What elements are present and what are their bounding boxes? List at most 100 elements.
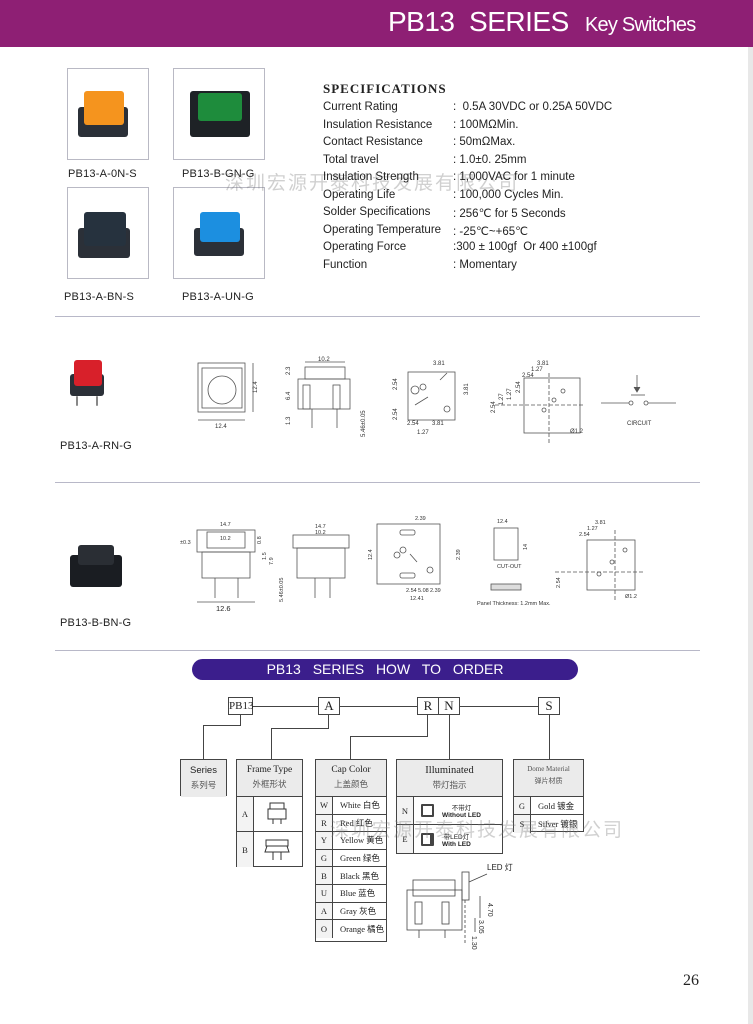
dim-label: 2.54 [556, 577, 562, 588]
dim-label: 1.5 [262, 552, 268, 560]
switch-cap [84, 91, 124, 125]
cap-code: B [316, 867, 333, 884]
dim-label: 2.54 [406, 588, 417, 594]
product-label: PB13-B-BN-G [60, 617, 132, 629]
panel-thickness-note: Panel Thickness: 1.2mm Max. [477, 601, 551, 607]
dim-label: 12.4 [253, 381, 259, 393]
dim-label: 12.6 [216, 604, 231, 613]
cap-name: Red 红色 [340, 817, 373, 828]
dim-label: 5.46±0.05 [279, 578, 285, 602]
connector-line [271, 728, 272, 759]
connector-line [350, 736, 351, 759]
spec-row: Operating Temperature : -25℃~+65℃ [323, 224, 643, 241]
pcb-layout-drawing [555, 530, 643, 602]
cap-code: Y [316, 832, 333, 849]
dim-label: 7.9 [269, 557, 275, 565]
led-dim: 4.70 [486, 903, 493, 917]
dim-label: 5.08 [418, 588, 429, 594]
series-label: Series [190, 765, 217, 776]
connector-line [203, 725, 241, 726]
cap-code: G [316, 849, 333, 867]
cap-name: Blue 蓝色 [340, 888, 376, 899]
spec-value: : 1,000VAC for 1 minute [453, 171, 575, 183]
spec-key: Insulation Strength [323, 171, 419, 183]
cap-color-row: Y Yellow 黄色 [316, 832, 386, 850]
dome-name: Gold 镀金 [538, 800, 575, 811]
code-cap: R [417, 697, 439, 715]
cap-color-heading-cn: 上盖颜色 [333, 779, 368, 789]
dim-label: 2.39 [415, 516, 426, 522]
page-subtitle: Key Switches [585, 14, 696, 36]
spec-value: :300 ± 100gf Or 400 ±100gf [453, 241, 597, 253]
switch-cap [78, 545, 114, 565]
dim-label: 14 [523, 544, 529, 550]
code-frame: A [318, 697, 340, 715]
dim-label: 3.81 [464, 383, 470, 395]
product-label: PB13-A-UN-G [182, 291, 254, 303]
dome-heading: Dome Material [527, 765, 570, 773]
dim-label: 1.3 [286, 416, 292, 425]
spec-row: Operating Life: 100,000 Cycles Min. [323, 189, 643, 206]
spec-key: Operating Life [323, 188, 396, 201]
spec-value: : 256℃ for 5 Seconds [453, 208, 566, 220]
dome-heading-cn: 弹片材质 [534, 777, 563, 785]
spec-row: Insulation Resistance: 100MΩMin. [323, 119, 643, 136]
spec-value: : -25℃~+65℃ [453, 225, 529, 238]
bottom-view-drawing [376, 523, 441, 585]
dim-label: 12.4 [497, 519, 508, 525]
spec-value: : 1.0±0. 25mm [453, 153, 527, 166]
divider [55, 316, 700, 317]
spec-value: : 100MΩMin. [453, 118, 519, 131]
dim-label: 3.81 [432, 421, 444, 427]
illuminated-heading-cn: 带灯指示 [432, 780, 467, 790]
illum-code: E [397, 825, 414, 853]
spec-key: Operating Temperature [323, 223, 442, 236]
dim-label: 6.4 [286, 391, 292, 400]
header-bar [0, 0, 753, 47]
frame-a-icon [254, 800, 302, 828]
connector-line [549, 715, 550, 759]
spec-key: Contact Resistance [323, 136, 423, 148]
dim-label: 12.4 [368, 549, 374, 560]
connector-line [339, 706, 417, 707]
cap-name: Orange 橘色 [340, 923, 385, 934]
frame-code: A [237, 797, 254, 831]
connector-line [252, 706, 318, 707]
dim-label: 12.41 [410, 596, 424, 602]
frame-type-heading: Frame Type [246, 765, 293, 775]
side-view-drawing [292, 534, 350, 598]
dim-label: 2.54 [491, 401, 497, 413]
dim-label: 1.27 [507, 388, 513, 400]
cap-code: A [316, 902, 333, 920]
connector-line [427, 715, 428, 736]
dim-label: 12.4 [215, 424, 227, 430]
dim-label: 3.81 [433, 361, 445, 367]
illum-cn: 带LED灯 [443, 833, 470, 841]
dim-label: 2.54 [516, 381, 522, 393]
dim-label: 1.27 [417, 430, 429, 436]
frame-code: B [237, 832, 254, 867]
product-photo-green [173, 68, 265, 160]
front-view-drawing [196, 529, 256, 603]
circuit-label: CIRCUIT [627, 421, 652, 427]
product-label: PB13-A-BN-S [64, 291, 135, 303]
drawing-row-a: 12.4 12.4 10.2 2.3 6.4 1.3 5.46±0.05 3.8… [197, 357, 676, 445]
switch-cap [198, 93, 242, 121]
dim-label: 14.7 [315, 524, 326, 530]
spec-row: Insulation Strength : 1,000VAC for 1 minu… [323, 171, 643, 188]
connector-line [449, 715, 450, 759]
dim-label: 2.54 [393, 408, 399, 420]
code-series: PB13 [228, 697, 253, 715]
cap-name: Yellow 黄色 [340, 835, 384, 846]
led-on-icon [421, 832, 434, 846]
connector-line [203, 725, 204, 759]
dim-label: ±0.3 [180, 540, 191, 546]
bottom-view-drawing [407, 371, 456, 421]
